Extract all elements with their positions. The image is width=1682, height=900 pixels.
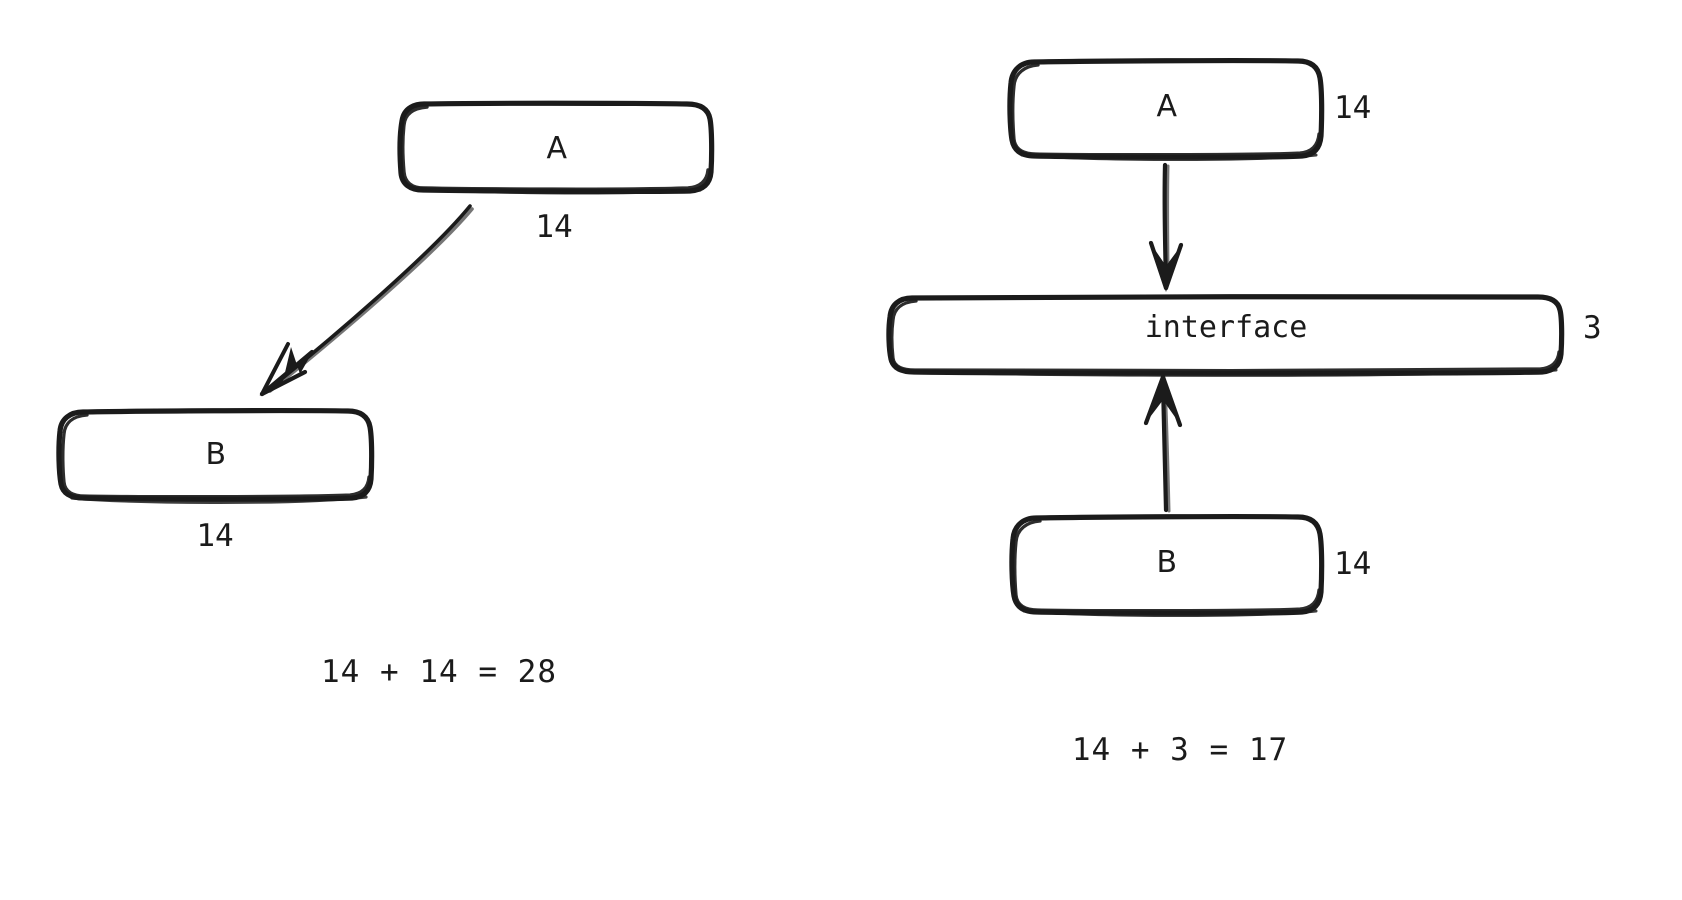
right-node-interface-weight: 3 [1583, 310, 1602, 346]
right-node-interface-label: interface [1144, 310, 1308, 345]
left-node-a-weight: 14 [535, 209, 573, 245]
right-panel-equation: 14 + 3 = 17 [1071, 732, 1289, 768]
right-node-a-label: A [1156, 89, 1178, 124]
right-edge-a-interface-shape[interactable] [1148, 162, 1184, 292]
right-node-b-label: B [1156, 545, 1178, 580]
left-node-b-weight: 14 [196, 518, 234, 554]
right-node-b-weight: 14 [1334, 546, 1372, 582]
left-panel-equation: 14 + 14 = 28 [321, 654, 557, 690]
left-node-b-label: B [205, 437, 227, 472]
left-edge-a-b-shape[interactable] [259, 204, 474, 397]
right-edge-b-interface-shape[interactable] [1143, 373, 1183, 513]
right-node-a-weight: 14 [1334, 90, 1372, 126]
left-node-a-label: A [546, 131, 568, 166]
